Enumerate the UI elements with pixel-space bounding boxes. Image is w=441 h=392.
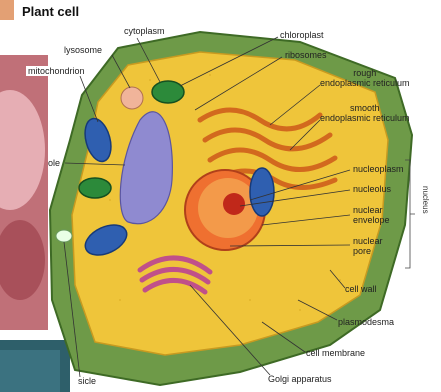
mitochondrion-3 [250,168,274,216]
label-ribosomes: ribosomes [285,50,327,60]
bg-photo-bottom-2 [0,350,60,392]
nucleolus [223,193,245,215]
label-plasmodesma: plasmodesma [338,317,394,327]
label-cell-wall: cell wall [345,284,377,294]
diagram-title: Plant cell [22,4,79,19]
chloroplast-1 [152,81,184,103]
label-smooth-er: smooth endoplasmic reticulum [320,103,410,123]
vesicle [56,230,72,242]
label-golgi: Golgi apparatus [268,374,332,384]
chloroplast-2 [79,178,111,198]
label-nuclear-pore: nuclear pore [353,236,383,256]
label-rough-er: rough endoplasmic reticulum [320,68,410,88]
label-cytoplasm: cytoplasm [124,26,165,36]
label-nuclear-envelope: nuclear envelope [353,205,390,225]
label-mitochondrion: mitochondrion [26,66,87,76]
label-chloroplast: chloroplast [280,30,324,40]
label-vacuole-partial: ole [48,158,60,168]
label-lysosome: lysosome [64,45,102,55]
label-vesicle-partial: sicle [78,376,96,386]
label-cell-membrane: cell membrane [306,348,365,358]
lysosome [121,87,143,109]
label-nucleus: nucleus [418,186,430,246]
label-nucleolus: nucleolus [353,184,391,194]
label-nucleoplasm: nucleoplasm [353,164,404,174]
